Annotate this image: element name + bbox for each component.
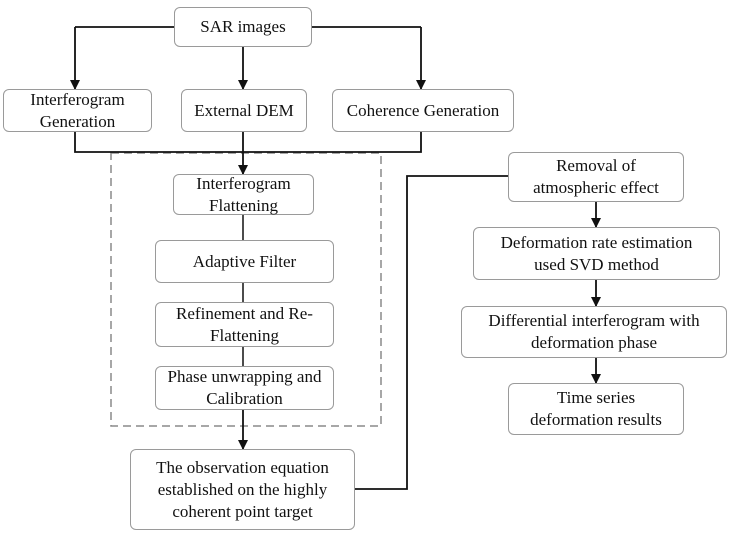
- node-time-series-results: Time series deformation results: [508, 383, 684, 435]
- node-phase-unwrapping-calibration: Phase unwrapping and Calibration: [155, 366, 334, 410]
- node-interferogram-flattening: Interferogram Flattening: [173, 174, 314, 215]
- node-coherence-generation: Coherence Generation: [332, 89, 514, 132]
- node-differential-interferogram-label: Differential interferogram with deformat…: [488, 311, 700, 352]
- node-interferogram-generation: Interferogram Generation: [3, 89, 152, 132]
- node-time-series-results-label: Time series deformation results: [530, 388, 662, 429]
- node-differential-interferogram: Differential interferogram with deformat…: [461, 306, 727, 358]
- node-interferogram-generation-label: Interferogram Generation: [30, 89, 125, 131]
- connector-merge-line: [74, 131, 422, 153]
- node-removal-atmospheric-effect-label: Removal of atmospheric effect: [533, 156, 659, 197]
- node-phase-unwrapping-calibration-label: Phase unwrapping and Calibration: [167, 367, 322, 408]
- node-deformation-rate-estimation-label: Deformation rate estimation used SVD met…: [500, 232, 693, 274]
- node-external-dem: External DEM: [181, 89, 307, 132]
- node-adaptive-filter-label: Adaptive Filter: [192, 251, 297, 271]
- node-refinement-reflattening-label: Refinement and Re- Flattening: [176, 303, 313, 345]
- node-adaptive-filter: Adaptive Filter: [155, 240, 334, 283]
- node-observation-equation: The observation equation established on …: [130, 449, 355, 530]
- node-external-dem-label: External DEM: [194, 100, 294, 120]
- node-sar-images-label: SAR images: [200, 17, 286, 36]
- node-removal-atmospheric-effect: Removal of atmospheric effect: [508, 152, 684, 202]
- node-interferogram-flattening-label: Interferogram Flattening: [196, 173, 291, 215]
- node-sar-images: SAR images: [174, 7, 312, 47]
- connector-observation-to-removal: [355, 175, 508, 490]
- node-coherence-generation-label: Coherence Generation: [346, 100, 500, 120]
- processing-group-dashed-frame: [110, 152, 382, 427]
- node-observation-equation-label: The observation equation established on …: [156, 457, 329, 521]
- node-refinement-reflattening: Refinement and Re- Flattening: [155, 302, 334, 347]
- node-deformation-rate-estimation: Deformation rate estimation used SVD met…: [473, 227, 720, 280]
